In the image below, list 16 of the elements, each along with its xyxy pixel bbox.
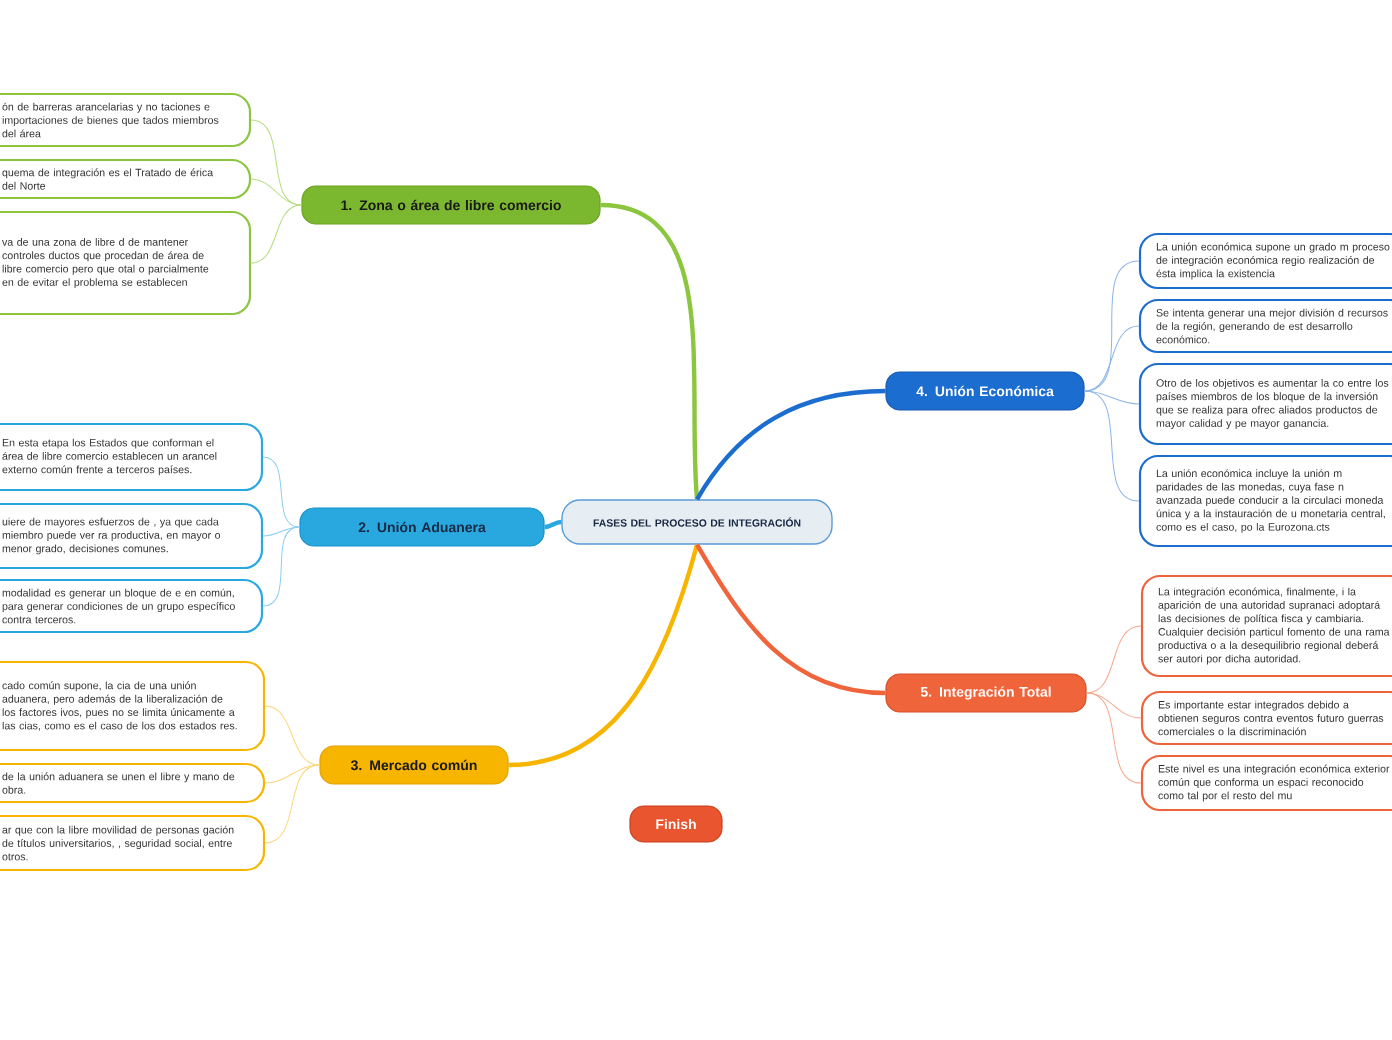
connector-line [264, 705, 320, 766]
connector-line [695, 388, 886, 501]
connector-line [544, 519, 562, 530]
connector-line [1084, 325, 1140, 392]
connector-line [250, 119, 302, 206]
connector-line [262, 526, 300, 607]
connector-line [1086, 625, 1142, 694]
connector-line [695, 543, 886, 696]
connector-line [508, 544, 700, 768]
connector-line [250, 204, 302, 264]
connector-line [1086, 692, 1142, 784]
connector-line [250, 178, 302, 206]
connector-line [262, 456, 300, 528]
connector-line [600, 202, 700, 500]
connector-line [1084, 390, 1140, 502]
connector-line [264, 764, 320, 844]
